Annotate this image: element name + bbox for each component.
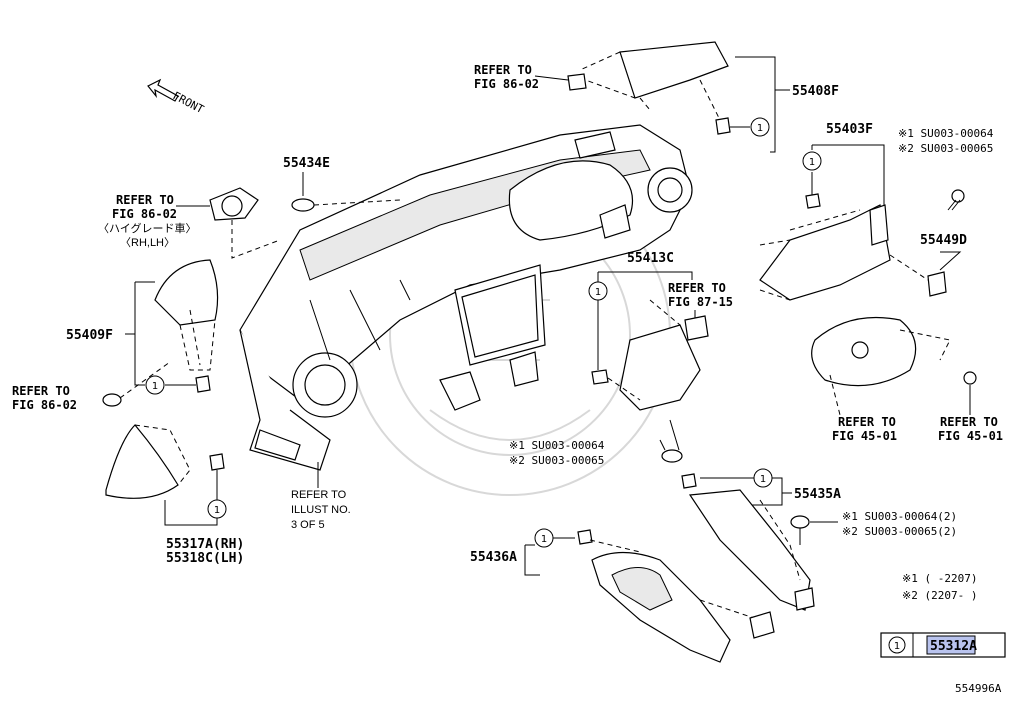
diagram-id: 554996A: [955, 682, 1002, 695]
screw-mid-2: ※2 SU003-00065: [509, 454, 604, 467]
ref-45b-line1: REFER TO: [940, 415, 998, 429]
legend-num: 1: [894, 641, 900, 652]
ref-87-line1: REFER TO: [668, 281, 726, 295]
legend-box: 1 55312A: [880, 632, 1006, 658]
label-55403F: 55403F: [826, 122, 873, 137]
ref-45a-line2: FIG 45-01: [832, 429, 897, 443]
screw-lower-icon: [790, 515, 838, 545]
svg-text:1: 1: [809, 157, 815, 168]
ref-illust-line1: REFER TO: [291, 489, 347, 501]
screw-lower-2: ※2 SU003-00065(2): [842, 525, 957, 538]
part-55449D: [889, 251, 962, 297]
svg-text:1: 1: [760, 474, 766, 485]
screw-mid-icon: [659, 419, 683, 463]
ref-illust-line3: 3 OF 5: [291, 519, 325, 531]
label-55436A: 55436A: [470, 550, 517, 565]
front-arrow: FRONT: [147, 78, 207, 116]
ref-left-line2: FIG 86-02: [112, 207, 177, 221]
part-55435A: [681, 473, 815, 611]
screw-icon: [947, 189, 965, 211]
ref-top-line1: REFER TO: [474, 63, 532, 77]
note-1: ※1 ( -2207): [902, 572, 977, 585]
label-55317A: 55317A(RH): [166, 537, 244, 552]
label-55413C: 55413C: [627, 251, 674, 266]
clip-86-02-top: [534, 73, 587, 91]
callout-55409F: 1: [145, 375, 165, 395]
callout-55317A: 1: [207, 499, 227, 519]
svg-text:1: 1: [541, 534, 547, 545]
ref-side-line1: REFER TO: [12, 384, 70, 398]
part-55408F: [579, 41, 790, 153]
label-55408F: 55408F: [792, 84, 839, 99]
legend-part: 55312A: [930, 639, 977, 654]
part-55434E: [291, 172, 401, 212]
screw-lower-1: ※1 SU003-00064(2): [842, 510, 957, 523]
part-55317A-55318C: [105, 424, 225, 526]
note-2: ※2 (2207- ): [902, 589, 977, 602]
ref-45b-line2: FIG 45-01: [938, 429, 1003, 443]
ref-left-line1: REFER TO: [116, 193, 174, 207]
callout-55408F: 1: [750, 117, 770, 137]
svg-text:1: 1: [757, 123, 763, 134]
label-55435A: 55435A: [794, 487, 841, 502]
front-label: FRONT: [171, 89, 207, 116]
screw-right-2: ※2 SU003-00065: [898, 142, 993, 155]
ref-left-line4: 〈RH,LH〉: [120, 236, 175, 249]
part-55413C: [591, 271, 709, 411]
label-55318C: 55318C(LH): [166, 551, 244, 566]
part-55403F: [759, 144, 891, 301]
ref-left-line3: 〈ハイグレード車〉: [98, 221, 197, 235]
label-55409F: 55409F: [66, 328, 113, 343]
svg-text:1: 1: [152, 381, 158, 392]
speaker-86-02: [176, 187, 281, 259]
screw-mid-1: ※1 SU003-00064: [509, 439, 605, 452]
dashboard-panel: [239, 124, 693, 471]
label-55434E: 55434E: [283, 156, 330, 171]
callout-55413C: 1: [588, 281, 608, 301]
ref-side-line2: FIG 86-02: [12, 398, 77, 412]
part-55436A: [524, 529, 775, 663]
label-55449D: 55449D: [920, 233, 967, 248]
column-cover-lower: [811, 316, 977, 416]
ref-top-line2: FIG 86-02: [474, 77, 539, 91]
callout-55436A: 1: [534, 528, 554, 548]
ref-illust-line2: ILLUST NO.: [291, 504, 351, 516]
svg-text:1: 1: [214, 505, 220, 516]
ref-45a-line1: REFER TO: [838, 415, 896, 429]
part-55409F: [125, 259, 219, 393]
callout-55435A: 1: [753, 468, 773, 488]
screw-right-1: ※1 SU003-00064: [898, 127, 994, 140]
clip-86-02-side: [102, 361, 171, 407]
svg-text:1: 1: [595, 287, 601, 298]
ref-87-line2: FIG 87-15: [668, 295, 733, 309]
callout-55403F: 1: [802, 151, 822, 171]
